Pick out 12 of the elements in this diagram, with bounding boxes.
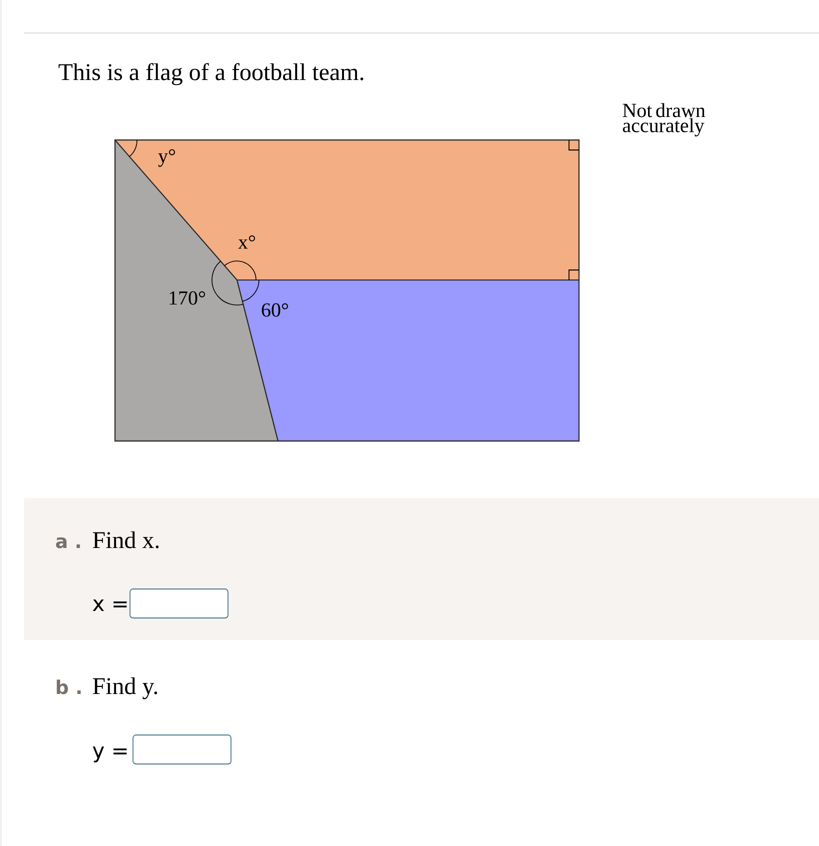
answer-prompt: x = bbox=[92, 600, 127, 611]
question-letter: b . bbox=[56, 680, 81, 694]
question-letter: a . bbox=[56, 537, 80, 548]
question-text: Find y. bbox=[92, 677, 158, 700]
answer-prompt: y = bbox=[92, 746, 127, 762]
angle-label: 170° bbox=[170, 291, 206, 305]
angle-label: 60° bbox=[262, 303, 288, 317]
note: Not drawn accurately bbox=[622, 103, 706, 136]
angle-label: y° bbox=[158, 149, 176, 167]
angle-label: x° bbox=[238, 235, 256, 249]
title: This is a flag of a football team. bbox=[58, 63, 364, 86]
question-text: Find x. bbox=[92, 531, 159, 548]
